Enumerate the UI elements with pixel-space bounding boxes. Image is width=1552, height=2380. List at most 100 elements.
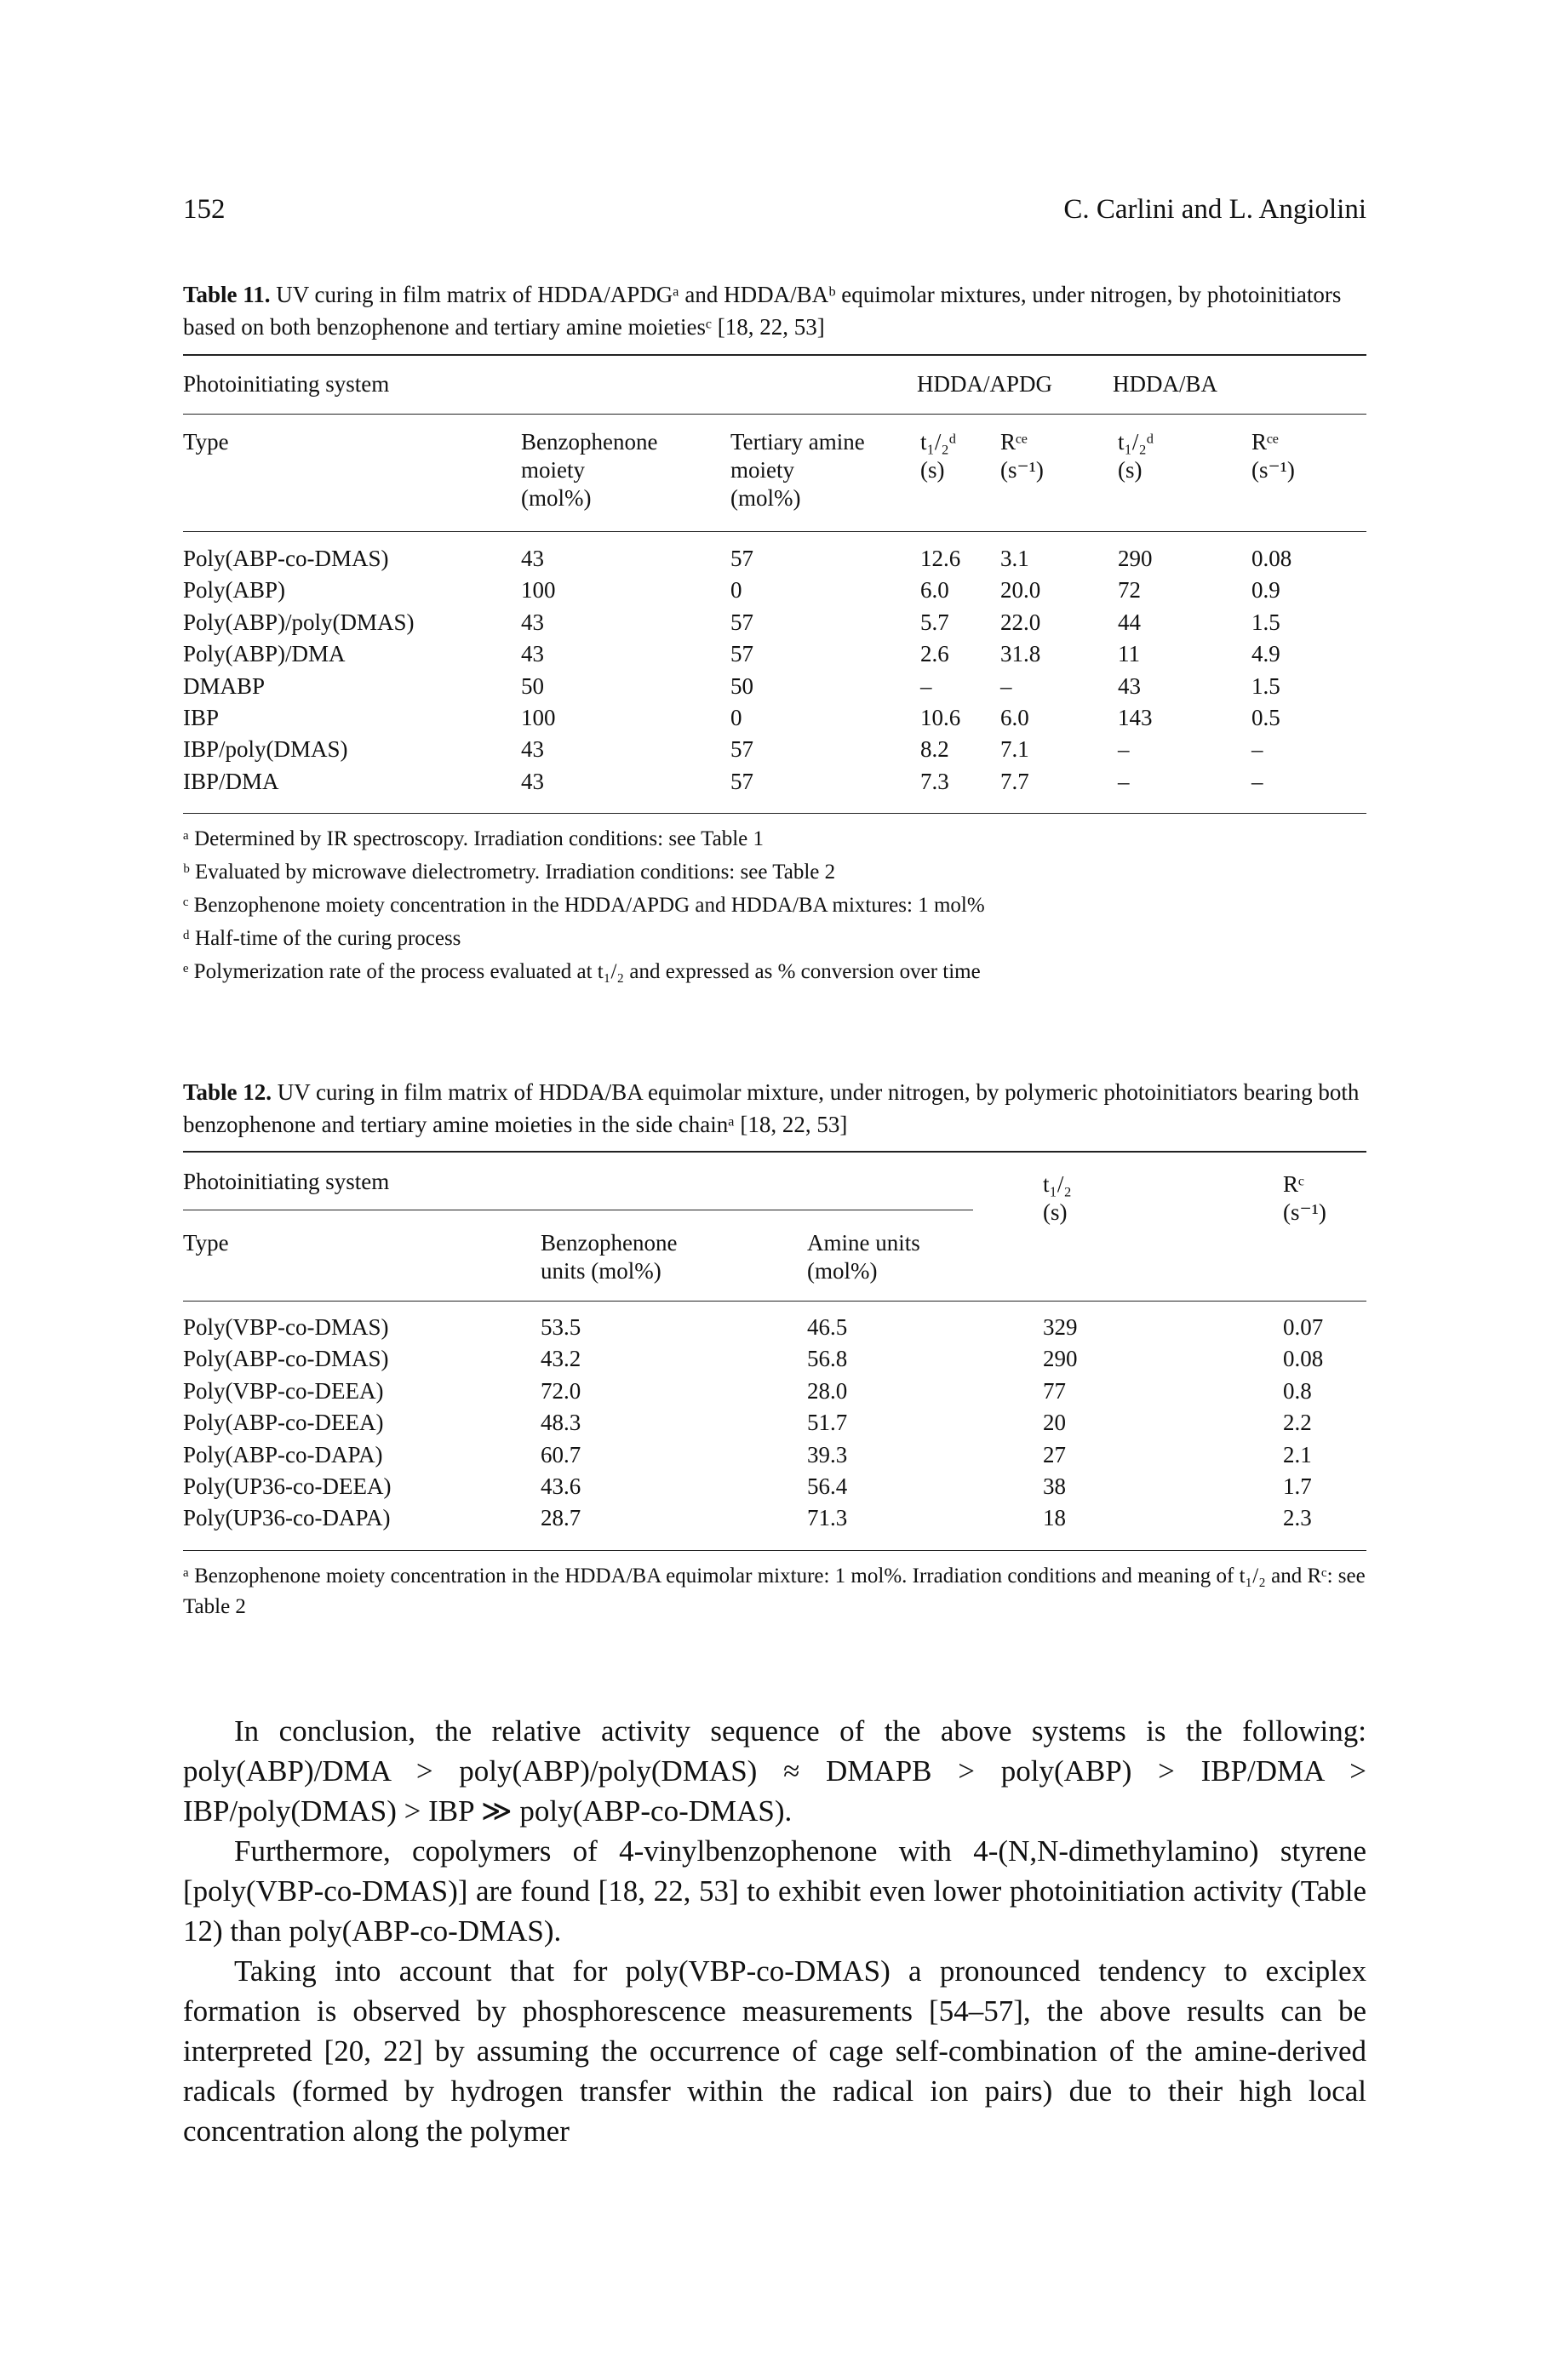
table11-cell: 12.6	[920, 546, 961, 571]
table12-col-benzo-2: units (mol%)	[541, 1258, 661, 1284]
table12-cell: 2.1	[1283, 1441, 1312, 1467]
table11-cell: –	[1000, 672, 1012, 699]
table12-top-rule	[183, 1151, 1366, 1153]
table11-footnote: ᶜ Benzophenone moiety concentration in t…	[183, 894, 985, 917]
table11-cell-type: Poly(ABP)/DMA	[183, 641, 346, 667]
table12-cell: 20	[1043, 1410, 1066, 1436]
table11-cell: 0	[730, 705, 742, 730]
table12-cell: 72.0	[541, 1377, 581, 1404]
table11-cell: 43	[521, 768, 544, 794]
table11-unit-inv-s-b: (s⁻¹)	[1251, 457, 1295, 483]
table11-cell: 50	[730, 672, 753, 699]
table12-footnote: ᵃ Benzophenone moiety concentration in t…	[183, 1565, 1366, 1618]
table12-cell: 2.3	[1283, 1505, 1312, 1531]
table11-col-type: Type	[183, 429, 229, 455]
table12-body-rule	[183, 1301, 1366, 1302]
table11-col-benzo-3: (mol%)	[521, 485, 592, 511]
table11-cell: –	[1251, 736, 1263, 763]
table11-footnote: ᵇ Evaluated by microwave dielectrometry.…	[183, 861, 836, 884]
table12-cell-type: Poly(ABP-co-DAPA)	[183, 1441, 383, 1467]
table12-col-amine-1: Amine units	[807, 1230, 920, 1256]
table11-group-header: Photoinitiating system	[183, 371, 390, 397]
table11-cell: 10.6	[920, 705, 961, 730]
table11-col-rc-b: Rᶜᵉ	[1251, 429, 1279, 455]
page-number: 152	[183, 194, 226, 225]
table12-cell: 0.07	[1283, 1314, 1324, 1340]
table12-cell: 290	[1043, 1346, 1078, 1372]
table12-cell: 71.3	[807, 1505, 848, 1531]
table12-cell: 2.2	[1283, 1410, 1312, 1436]
table11-cell-type: IBP/poly(DMAS)	[183, 736, 348, 763]
table12-cell: 46.5	[807, 1314, 848, 1340]
table12-cell: 60.7	[541, 1441, 581, 1467]
table11-col-amine-3: (mol%)	[730, 485, 801, 511]
table12-cell-type: Poly(ABP-co-DEEA)	[183, 1410, 384, 1436]
table11-cell: 43	[521, 641, 544, 667]
table11-cell: 0	[730, 577, 742, 604]
body-text: In conclusion, the relative activity seq…	[183, 1711, 1366, 2151]
table11-cell: 11	[1118, 641, 1140, 667]
table12-cell: 28.0	[807, 1377, 848, 1404]
table11-cell: 44	[1118, 609, 1141, 635]
table11-unit-s-a: (s)	[920, 457, 945, 483]
table12-cell: 53.5	[541, 1314, 581, 1340]
table12-cell: 43.2	[541, 1346, 581, 1372]
table12-cell: 43.6	[541, 1473, 581, 1499]
paragraph-1: In conclusion, the relative activity seq…	[183, 1714, 1366, 1828]
table11-cell: 1.5	[1251, 672, 1280, 699]
table11-group-a: HDDA/APDG	[917, 371, 1053, 397]
table12-cell-type: Poly(UP36-co-DEEA)	[183, 1473, 392, 1499]
table11-bottom-rule	[183, 813, 1366, 814]
table12-cell: 56.8	[807, 1346, 848, 1372]
table11-cell: 43	[521, 609, 544, 635]
table11-cell: 0.5	[1251, 705, 1280, 730]
table11-cell: 57	[730, 736, 753, 763]
table11-col-rc-a: Rᶜᵉ	[1000, 429, 1028, 455]
table12-caption: Table 12. UV curing in film matrix of HD…	[183, 1076, 1366, 1141]
table11-cell: 7.3	[920, 768, 949, 794]
table12-cell: 51.7	[807, 1410, 848, 1436]
table11-cell-type: Poly(ABP)/poly(DMAS)	[183, 609, 415, 635]
table11-caption-text: UV curing in film matrix of HDDA/APDGᵃ a…	[183, 282, 1342, 340]
table11-unit-inv-s-a: (s⁻¹)	[1000, 457, 1044, 483]
table11-cell-type: IBP/DMA	[183, 768, 279, 794]
table12-cell: 48.3	[541, 1410, 581, 1436]
table11-cell: 290	[1118, 546, 1153, 571]
table11-caption: Table 11. UV curing in film matrix of HD…	[183, 278, 1366, 343]
table12-bottom-rule	[183, 1550, 1366, 1551]
table11-cell-type: IBP	[183, 705, 220, 730]
table11-cell: –	[920, 672, 932, 699]
table12-label: Table 12.	[183, 1079, 272, 1105]
table11-cell: 43	[1118, 672, 1141, 699]
table11-unit-s-b: (s)	[1118, 457, 1143, 483]
table12-cell-type: Poly(ABP-co-DMAS)	[183, 1346, 389, 1372]
table11-cell: 143	[1118, 705, 1153, 730]
table12-cell-type: Poly(VBP-co-DEEA)	[183, 1377, 384, 1404]
table11-cell: 57	[730, 609, 753, 635]
paragraph-2: Furthermore, copolymers of 4-vinylbenzop…	[183, 1834, 1366, 1948]
table12-col-amine-2: (mol%)	[807, 1258, 878, 1284]
table12-col-benzo-1: Benzophenone	[541, 1230, 678, 1256]
table11-cell: 43	[521, 736, 544, 763]
table11-cell: 57	[730, 641, 753, 667]
table12-cell: 28.7	[541, 1505, 581, 1531]
table11-cell: 4.9	[1251, 641, 1280, 667]
table12-col-rc: Rᶜ	[1283, 1171, 1304, 1197]
table11-cell: 50	[521, 672, 544, 699]
table11-cell-type: Poly(ABP-co-DMAS)	[183, 546, 389, 571]
table12-caption-text: UV curing in film matrix of HDDA/BA equi…	[183, 1079, 1360, 1137]
table12-col-t12: t₁/₂	[1043, 1171, 1072, 1197]
table11-col-benzo-1: Benzophenone	[521, 429, 658, 455]
table11-cell: 100	[521, 705, 556, 730]
table11-cell: 6.0	[920, 577, 949, 604]
table11-cell: 7.7	[1000, 768, 1029, 794]
table11-col-t12-a: t₁/₂ᵈ	[920, 429, 957, 455]
table11-cell: 5.7	[920, 609, 949, 635]
table11-body-rule	[183, 531, 1366, 532]
table11-cell: 8.2	[920, 736, 949, 763]
table11-cell: 0.08	[1251, 546, 1292, 571]
table11-cell: 43	[521, 546, 544, 571]
table12-cell-type: Poly(UP36-co-DAPA)	[183, 1505, 391, 1531]
table11-cell: 6.0	[1000, 705, 1029, 730]
table12-cell: 56.4	[807, 1473, 848, 1499]
